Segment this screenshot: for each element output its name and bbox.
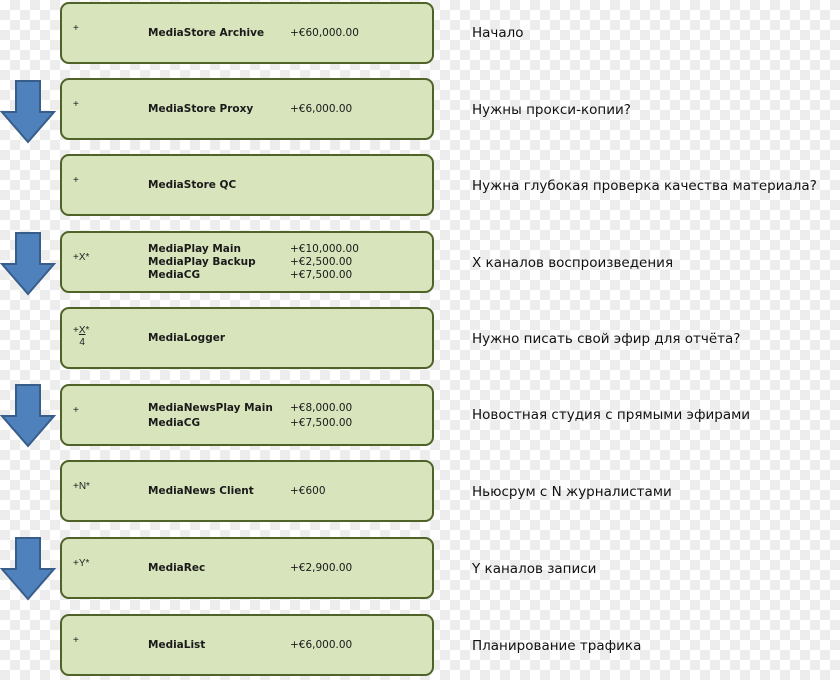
- multiplier-denominator: 4: [79, 337, 85, 348]
- step-multiplier: +: [73, 23, 79, 34]
- step-item: MediaStore Proxy +€6,000.00: [148, 102, 352, 117]
- product-name: MediaStore QC: [148, 179, 237, 191]
- step-box-mediastore-archive: + MediaStore Archive +€60,000.00: [60, 2, 434, 64]
- step-items: MediaList +€6,000.00: [148, 616, 352, 674]
- product-name: MediaPlay Backup: [148, 256, 256, 268]
- product-name: MediaPlay Main: [148, 243, 241, 255]
- step-items: MediaStore QC: [148, 156, 290, 214]
- product-name: MediaList: [148, 639, 206, 651]
- step-description: Планирование трафика: [472, 638, 642, 654]
- step-item: MediaPlay Backup +€2,500.00: [148, 256, 359, 269]
- step-item: MediaLogger: [148, 331, 290, 346]
- step-item: MediaStore Archive +€60,000.00: [148, 26, 359, 41]
- down-arrow-icon: [0, 232, 56, 296]
- product-name: MediaStore Archive: [148, 27, 265, 39]
- step-item: MediaNewsPlay Main +€8,000.00: [148, 400, 352, 415]
- step-box-medianewsplay: + MediaNewsPlay Main +€8,000.00 MediaCG …: [60, 384, 434, 446]
- step-item: MediaRec +€2,900.00: [148, 561, 352, 576]
- step-items: MediaRec +€2,900.00: [148, 539, 352, 597]
- step-box-mediastore-proxy: + MediaStore Proxy +€6,000.00: [60, 78, 434, 140]
- product-name: MediaStore Proxy: [148, 103, 254, 115]
- product-price: +€7,500.00: [290, 269, 353, 281]
- step-item: MediaStore QC: [148, 178, 290, 193]
- step-description: Ньюсрум с N журналистами: [472, 484, 672, 500]
- product-name: MediaLogger: [148, 332, 226, 344]
- step-multiplier: +X*: [73, 252, 90, 263]
- step-box-mediastore-qc: + MediaStore QC: [60, 154, 434, 216]
- product-name: MediaNews Client: [148, 485, 254, 497]
- product-price: +€7,500.00: [290, 416, 353, 429]
- product-name: MediaCG: [148, 416, 201, 429]
- step-box-mediaplay: +X* MediaPlay Main +€10,000.00 MediaPlay…: [60, 231, 434, 293]
- step-multiplier: +: [73, 175, 79, 186]
- step-item: MediaPlay Main +€10,000.00: [148, 243, 359, 256]
- multiplier-suffix: *: [85, 325, 90, 336]
- step-item: MediaList +€6,000.00: [148, 638, 352, 653]
- product-price: +€6,000.00: [290, 103, 353, 115]
- product-price: +€10,000.00: [290, 243, 359, 255]
- down-arrow-icon: [0, 384, 56, 448]
- step-description: Нужны прокси-копии?: [472, 102, 631, 118]
- product-name: MediaRec: [148, 562, 206, 574]
- product-price: +€2,500.00: [290, 256, 353, 268]
- step-multiplier: +: [73, 99, 79, 110]
- down-arrow-icon: [0, 80, 56, 144]
- step-description: Новостная студия с прямыми эфирами: [472, 407, 751, 423]
- step-multiplier: +: [73, 635, 79, 646]
- multiplier-prefix: +: [73, 325, 79, 336]
- step-description: Нужна глубокая проверка качества материа…: [472, 178, 817, 194]
- multiplier-numerator: X: [78, 325, 86, 336]
- step-description: X каналов воспроизведения: [472, 255, 674, 271]
- product-name: MediaCG: [148, 269, 201, 281]
- product-price: +€600: [290, 485, 326, 497]
- step-items: MediaStore Proxy +€6,000.00: [148, 80, 352, 138]
- step-items: MediaPlay Main +€10,000.00 MediaPlay Bac…: [148, 233, 359, 291]
- step-items: MediaNewsPlay Main +€8,000.00 MediaCG +€…: [148, 386, 352, 444]
- step-items: MediaNews Client +€600: [148, 462, 326, 520]
- step-box-medianews-client: +N* MediaNews Client +€600: [60, 460, 434, 522]
- product-name: MediaNewsPlay Main: [148, 401, 273, 414]
- step-box-medialist: + MediaList +€6,000.00: [60, 614, 434, 676]
- step-description: Начало: [472, 25, 524, 41]
- step-items: MediaStore Archive +€60,000.00: [148, 4, 359, 62]
- step-description: Нужно писать свой эфир для отчёта?: [472, 331, 741, 347]
- step-multiplier: +Y*: [73, 558, 90, 569]
- step-multiplier: +N*: [73, 481, 90, 492]
- step-multiplier: +: [73, 405, 79, 416]
- step-item: MediaCG +€7,500.00: [148, 269, 359, 282]
- step-items: MediaLogger: [148, 309, 290, 367]
- product-price: +€6,000.00: [290, 639, 353, 651]
- step-item: MediaNews Client +€600: [148, 484, 326, 499]
- step-box-mediarec: +Y* MediaRec +€2,900.00: [60, 537, 434, 599]
- down-arrow-icon: [0, 537, 56, 601]
- step-description: Y каналов записи: [472, 561, 597, 577]
- product-price: +€8,000.00: [290, 401, 353, 414]
- product-price: +€2,900.00: [290, 562, 353, 574]
- step-item: MediaCG +€7,500.00: [148, 415, 352, 430]
- product-price: +€60,000.00: [290, 27, 359, 39]
